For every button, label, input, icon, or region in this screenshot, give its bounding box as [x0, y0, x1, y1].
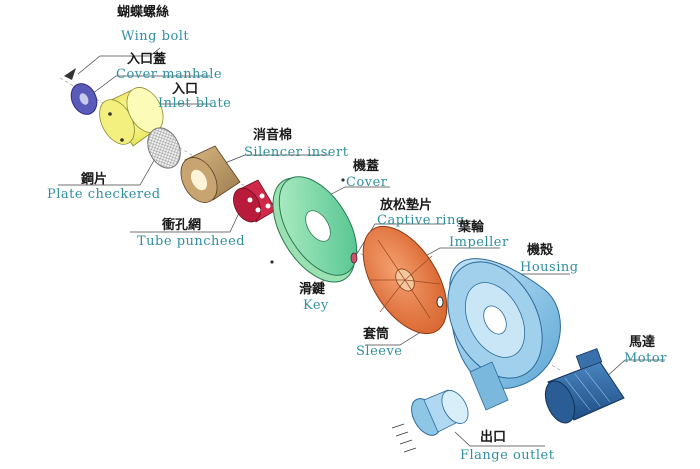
cover-label-en: Cover [346, 175, 388, 190]
impeller-label-zh: 葉輪 [458, 220, 485, 235]
key-label-zh: 滑鍵 [299, 282, 326, 297]
plate-checkered-label-en: Plate checkered [47, 187, 161, 202]
plate-checkered-icon [147, 127, 181, 169]
captive-ring-icon [350, 252, 358, 264]
plate-checkered-label-zh: 鋼片 [81, 172, 108, 187]
cover-manhole-label-zh: 入口蓋 [127, 52, 167, 67]
inlet-blate-icon [99, 87, 164, 147]
flange-outlet-label-en: Flange outlet [460, 448, 555, 463]
housing-label-en: Housing [520, 260, 579, 275]
inlet-blate-label-zh: 入口 [172, 82, 199, 97]
motor-icon [544, 348, 625, 424]
wing-bolt-icon [64, 68, 76, 80]
inlet-blate-label-en: Inlet blate [158, 96, 232, 111]
motor-label-en: Motor [624, 351, 667, 366]
key-label-en: Key [303, 298, 329, 313]
housing-icon [447, 258, 561, 411]
cover-label-zh: 機蓋 [353, 159, 380, 174]
impeller-label-en: Impeller [449, 235, 509, 250]
tube-puncheed-label-en: Tube puncheed [137, 234, 246, 249]
tube-puncheed-label-zh: 衝孔網 [162, 218, 202, 233]
cover-manhole-label-en: Cover manhale [116, 67, 223, 82]
captive-ring-label-zh: 放松墊片 [380, 198, 433, 213]
silencer-insert-icon [180, 145, 241, 203]
tube-puncheed-icon [233, 179, 277, 223]
housing-label-zh: 機殼 [527, 243, 554, 258]
silencer-insert-label-zh: 消音棉 [253, 128, 293, 143]
motor-label-zh: 馬達 [629, 335, 656, 350]
captive-ring-label-en: Captive ring [377, 213, 465, 228]
flange-outlet-icon [391, 389, 469, 453]
sleeve-icon [436, 296, 444, 308]
sleeve-label-zh: 套筒 [363, 327, 390, 342]
silencer-insert-label-en: Silencer insert [244, 145, 349, 160]
wing-bolt-label-en: Wing bolt [121, 29, 190, 44]
cover-icon [270, 176, 358, 283]
flange-outlet-label-zh: 出口 [480, 430, 507, 445]
sleeve-label-en: Sleeve [356, 344, 403, 359]
impeller-icon [362, 225, 448, 335]
wing-bolt-label-zh: 蝴蝶螺絲 [117, 5, 170, 20]
cover-manhole-icon [70, 83, 98, 115]
